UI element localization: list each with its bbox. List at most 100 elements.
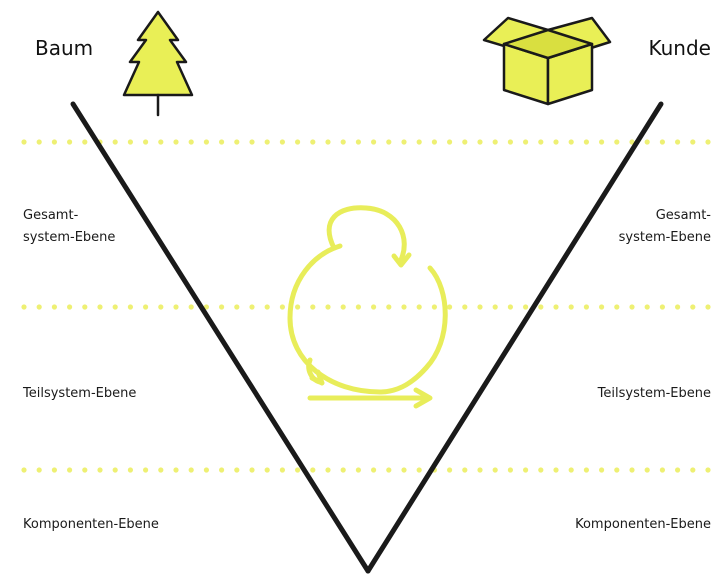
separator-dot <box>629 467 635 473</box>
dotted-line-top <box>21 139 711 145</box>
separator-dot <box>507 139 513 145</box>
separator-dot <box>705 467 711 473</box>
separator-dot <box>659 467 666 473</box>
level-separators <box>21 139 711 473</box>
separator-dot <box>127 304 133 310</box>
separator-dot <box>203 467 209 473</box>
separator-dot <box>599 304 605 310</box>
separator-dot <box>112 304 118 310</box>
separator-dot <box>523 139 529 145</box>
separator-dot <box>188 304 194 310</box>
separator-dot <box>203 139 209 145</box>
separator-dot <box>386 139 392 145</box>
separator-dot <box>82 304 88 310</box>
separator-dot <box>310 304 316 310</box>
separator-dot <box>614 467 620 473</box>
separator-dot <box>690 304 696 310</box>
subsystem-level-label-right: Teilsystem-Ebene <box>597 386 711 401</box>
separator-dot <box>143 139 149 145</box>
bottom-arrowhead <box>413 387 433 409</box>
separator-dot <box>675 139 681 145</box>
separator-dot <box>203 304 209 310</box>
separator-dot <box>234 467 240 473</box>
component-level-label-right: Komponenten-Ebene <box>575 517 711 532</box>
separator-dot <box>279 304 285 310</box>
customer-label: Kunde <box>648 36 711 60</box>
separator-dot <box>97 304 103 310</box>
separator-dot <box>355 304 361 310</box>
dotted-line-bottom <box>21 467 711 473</box>
separator-dot <box>51 467 58 473</box>
separator-dot <box>67 304 73 310</box>
separator-dot <box>568 304 574 310</box>
separator-dot <box>325 467 331 473</box>
separator-dot <box>477 139 483 145</box>
separator-dot <box>477 304 483 310</box>
separator-dot <box>325 139 331 145</box>
separator-dot <box>249 139 255 145</box>
separator-dot <box>583 139 590 145</box>
separator-dot <box>234 304 240 310</box>
separator-dot <box>371 139 377 145</box>
separator-dot <box>462 304 468 310</box>
tree-icon <box>122 10 194 117</box>
v-left-arm <box>70 101 371 574</box>
subsystem-level-label-left: Teilsystem-Ebene <box>23 386 137 401</box>
tree-label: Baum <box>35 36 94 60</box>
separator-dot <box>355 139 361 145</box>
separator-dot <box>507 467 513 473</box>
separator-dot <box>295 467 301 473</box>
separator-dot <box>21 304 27 310</box>
separator-dot <box>416 139 422 145</box>
separator-dot <box>310 467 316 473</box>
separator-dot <box>295 304 301 310</box>
separator-dot <box>538 304 544 310</box>
separator-dot <box>158 139 164 145</box>
separator-dot <box>553 304 559 310</box>
separator-dot <box>599 467 605 473</box>
separator-dot <box>629 304 635 310</box>
separator-dot <box>523 467 529 473</box>
separator-dot <box>51 139 58 145</box>
separator-dot <box>188 467 194 473</box>
separator-dot <box>583 467 590 473</box>
system-level-label-right-line2: system-Ebene <box>618 230 711 245</box>
separator-dot <box>67 139 73 145</box>
separator-dot <box>219 304 225 310</box>
separator-dot <box>644 304 650 310</box>
separator-dot <box>629 139 635 145</box>
separator-dot <box>340 304 346 310</box>
separator-dot <box>492 139 498 145</box>
separator-dot <box>462 467 468 473</box>
separator-dot <box>340 467 346 473</box>
separator-dot <box>614 139 620 145</box>
separator-dot <box>325 304 331 310</box>
v-shape <box>70 101 664 574</box>
separator-dot <box>264 467 270 473</box>
separator-dot <box>158 467 164 473</box>
separator-dot <box>705 304 711 310</box>
separator-dot <box>568 139 574 145</box>
separator-dot <box>112 467 118 473</box>
separator-dot <box>553 139 559 145</box>
separator-dot <box>401 139 407 145</box>
separator-dot <box>705 139 711 145</box>
separator-dot <box>477 467 483 473</box>
separator-dot <box>431 139 437 145</box>
separator-dot <box>523 304 529 310</box>
separator-dot <box>492 467 498 473</box>
separator-dot <box>492 304 498 310</box>
separator-dot <box>67 467 73 473</box>
box-icon <box>482 16 612 106</box>
v-right-arm <box>365 101 664 574</box>
separator-dot <box>447 304 453 310</box>
big-cycle-arc <box>287 243 448 395</box>
separator-dot <box>279 467 285 473</box>
separator-dot <box>97 467 103 473</box>
small-loop-arc <box>326 205 407 265</box>
separator-dot <box>462 139 468 145</box>
separator-dot <box>219 467 225 473</box>
separator-dot <box>143 467 149 473</box>
